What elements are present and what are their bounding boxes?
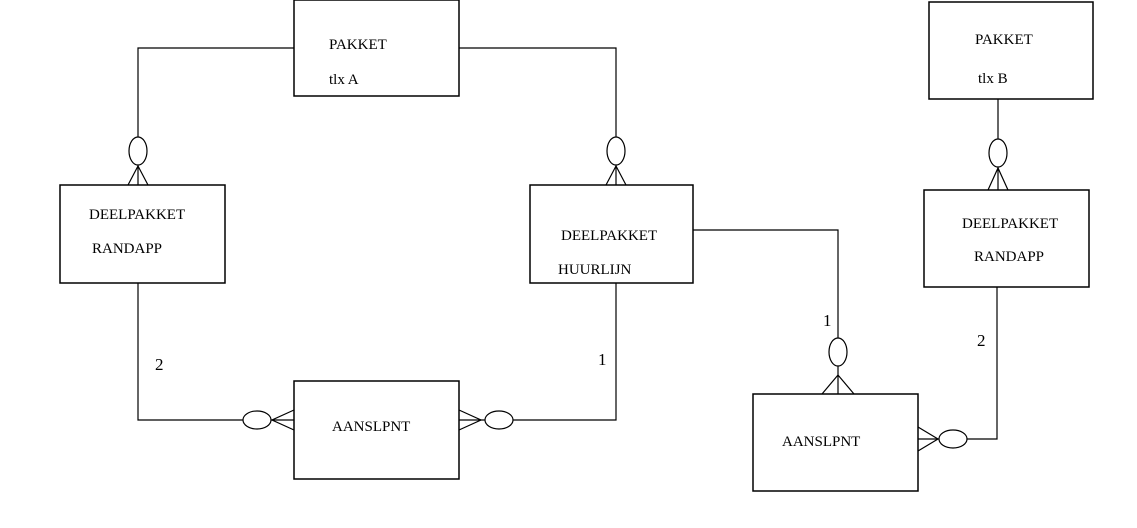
oval-huurlijn (606, 136, 626, 166)
entity-deelpakket-randapp-left: DEELPAKKET RANDAPP (59, 184, 226, 284)
oval-randapp-left (128, 136, 148, 166)
connector-lines (137, 47, 999, 440)
entity-subtitle: tlx A (329, 72, 359, 88)
cardinality-label-left-two: 2 (155, 355, 164, 374)
entity-deelpakket-randapp-right: DEELPAKKET RANDAPP (923, 189, 1090, 288)
entity-subtitle: RANDAPP (92, 241, 162, 257)
crows-foot-aanslpnt-left-east (458, 409, 483, 431)
entity-pakket-tlx-a: PAKKET tlx A (293, 0, 460, 97)
oval-aanslpnt-left-east (484, 410, 514, 430)
line-pakket-a-to-huurlijn (459, 47, 617, 137)
line-huurlijn-to-aanslpnt-right (690, 229, 839, 339)
oval-aanslpnt-left-west (242, 410, 272, 430)
entity-title: DEELPAKKET (89, 207, 185, 223)
cardinality-labels: 2 1 1 2 (155, 311, 986, 374)
crows-feet (127, 164, 1009, 452)
line-pakket-a-to-randapp-left (137, 47, 294, 137)
cardinality-label-huurlijn-one: 1 (823, 311, 832, 330)
entity-subtitle: HUURLIJN (558, 262, 631, 278)
crows-foot-huurlijn (605, 164, 627, 186)
entity-title: AANSLPNT (332, 419, 410, 435)
crows-foot-aanslpnt-left-west (270, 409, 295, 431)
line-randapp-left-to-aanslpnt-left (137, 283, 243, 421)
entity-aanslpnt-right: AANSLPNT (752, 393, 919, 492)
entity-title: PAKKET (329, 37, 387, 53)
line-randapp-right-to-aanslpnt-right (967, 287, 998, 440)
crows-foot-randapp-left (127, 164, 149, 186)
entity-title: PAKKET (975, 32, 1033, 48)
crows-foot-aanslpnt-right-top (821, 374, 855, 395)
entity-pakket-tlx-b: PAKKET tlx B (928, 1, 1094, 100)
entity-aanslpnt-left: AANSLPNT (293, 380, 460, 480)
entity-title: DEELPAKKET (962, 216, 1058, 232)
entity-subtitle: tlx B (978, 71, 1008, 87)
oval-aanslpnt-right-top (828, 337, 848, 367)
oval-randapp-right (988, 138, 1008, 168)
entity-title: AANSLPNT (782, 434, 860, 450)
entity-title: DEELPAKKET (561, 228, 657, 244)
cardinality-label-middle-one: 1 (598, 350, 607, 369)
line-huurlijn-to-aanslpnt-left (513, 283, 617, 421)
optionality-ovals (128, 136, 1008, 449)
oval-aanslpnt-right-east (938, 429, 968, 449)
crows-foot-randapp-right (987, 166, 1009, 191)
crows-foot-aanslpnt-right-east (917, 426, 940, 452)
entity-subtitle: RANDAPP (974, 249, 1044, 265)
cardinality-label-right-two: 2 (977, 331, 986, 350)
entity-deelpakket-huurlijn: DEELPAKKET HUURLIJN (529, 184, 694, 284)
